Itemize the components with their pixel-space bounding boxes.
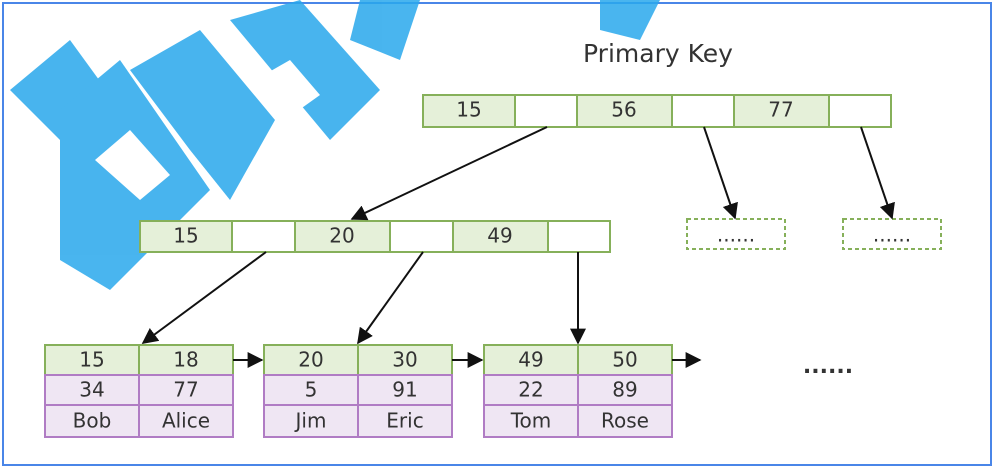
root-pointer-cell [671,94,735,128]
leaf-key: 49 [518,348,543,372]
leaf-key: 20 [298,348,323,372]
root-key: 56 [611,98,636,122]
internal-pointer-cell [547,220,611,253]
leaf-value: 5 [305,378,318,402]
arrow [860,126,895,220]
leaf-value: 34 [79,378,104,402]
leaf-name: Eric [386,409,423,433]
arrow [350,126,548,221]
leaf-name: Alice [162,409,210,433]
internal-node: 15 20 49 [139,220,611,253]
root-key: 15 [456,98,481,122]
trailing-ellipsis: ...... [803,354,853,379]
root-key-cell [422,94,516,128]
leaf-key: 30 [392,348,417,372]
collapsed-child-ellipsis: ...... [717,223,755,247]
leaf-key: 50 [612,348,637,372]
collapsed-child-node: ...... [686,218,786,250]
leaf-name: Tom [510,409,552,433]
leaf-node: 15 18 34 77 Bob Alice [44,344,234,438]
arrow [357,251,424,345]
root-key-cell [733,94,830,128]
internal-key: 15 [173,224,198,248]
root-pointer-cell [514,94,578,128]
root-pointer-cell [828,94,892,128]
diagram-title: Primary Key [583,39,733,68]
internal-pointer-cell [231,220,296,253]
internal-key: 20 [329,224,354,248]
arrow [703,126,738,220]
leaf-node: 20 30 5 91 Jim Eric [263,344,453,438]
internal-key: 49 [487,224,512,248]
leaf-value: 77 [173,378,198,402]
leaf-key: 18 [173,348,198,372]
pointer-arrows [141,126,895,368]
collapsed-child-node: ...... [842,218,942,250]
leaf-name: Bob [73,409,112,433]
leaf-value: 89 [612,378,637,402]
leaf-value: 91 [392,378,417,402]
arrow [141,251,267,344]
leaf-name: Jim [294,409,327,433]
root-key: 77 [768,98,793,122]
leaf-name: Rose [601,409,649,433]
watermark-logo [10,0,660,290]
collapsed-child-ellipsis: ...... [873,223,911,247]
leaf-key: 15 [79,348,104,372]
root-node: 15 56 77 [422,94,892,128]
internal-pointer-cell [389,220,454,253]
leaf-value: 22 [518,378,543,402]
leaf-node: 49 50 22 89 Tom Rose [483,344,673,438]
